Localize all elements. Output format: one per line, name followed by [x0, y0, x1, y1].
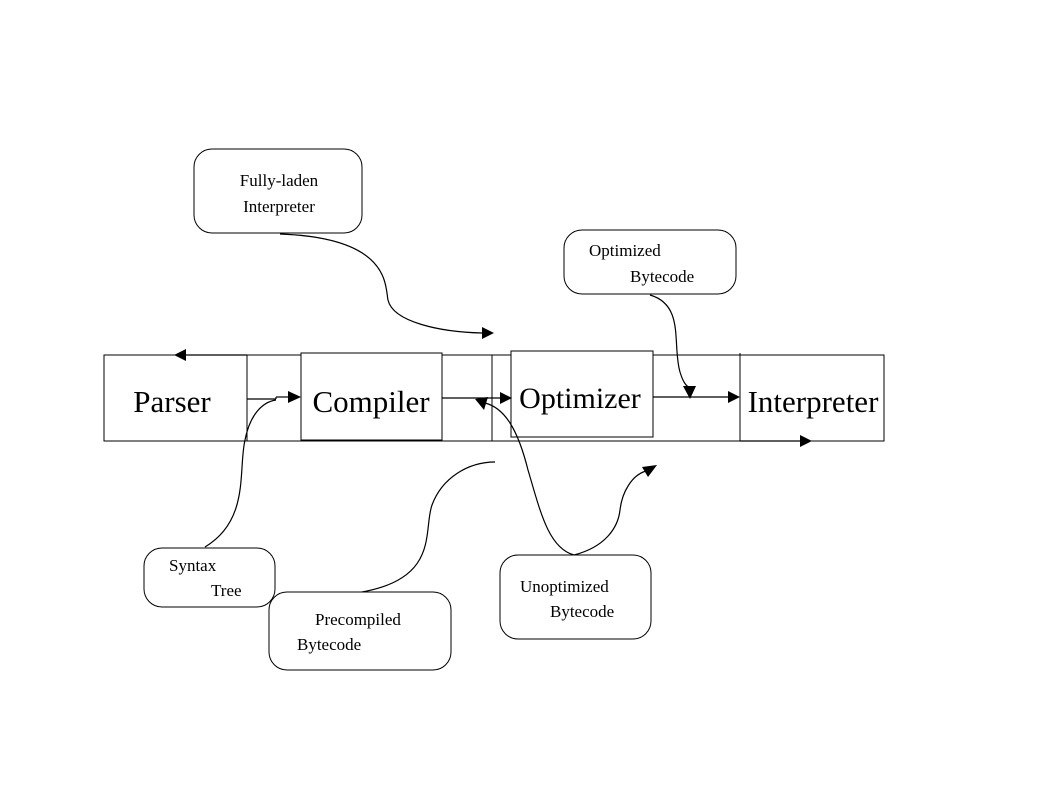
- callout-fully-laden-interpreter: Fully-laden Interpreter: [193, 148, 363, 234]
- callout-syntax-tree: Syntax Tree: [143, 547, 276, 608]
- callout-syntax-line2: Tree: [211, 581, 242, 600]
- arrow-parser-to-compiler: [247, 391, 301, 403]
- connector-optimized-bytecode: [649, 294, 696, 399]
- arrow-compiler-to-optimizer: [442, 392, 512, 404]
- callout-optimized-line2: Bytecode: [630, 267, 694, 286]
- connector-unoptimized: [475, 397, 657, 556]
- connector-fully-laden: [279, 233, 494, 339]
- callout-optimized-line1: Optimized: [589, 241, 661, 260]
- callout-unoptimized-line2: Bytecode: [550, 602, 614, 621]
- callout-fully-laden-line2: Interpreter: [243, 197, 315, 216]
- callout-syntax-line1: Syntax: [169, 556, 217, 575]
- stage-interpreter: Interpreter: [748, 384, 879, 419]
- connector-syntax-tree: [204, 399, 277, 548]
- stage-optimizer: Optimizer: [510, 350, 654, 438]
- callout-unoptimized-line1: Unoptimized: [520, 577, 609, 596]
- arrow-parser-back: [174, 349, 247, 361]
- callout-precompiled-bytecode: Precompiled Bytecode: [268, 591, 452, 671]
- connector-precompiled: [361, 461, 496, 593]
- callout-precompiled-line2: Bytecode: [297, 635, 361, 654]
- stage-parser-label: Parser: [133, 384, 211, 419]
- stage-parser: Parser: [133, 384, 211, 419]
- stage-interpreter-label: Interpreter: [748, 384, 879, 419]
- callout-optimized-bytecode: Optimized Bytecode: [563, 229, 737, 295]
- callout-precompiled-line1: Precompiled: [315, 610, 401, 629]
- stage-compiler-label: Compiler: [312, 384, 430, 419]
- arrow-interpreter-out: [740, 435, 812, 447]
- stage-compiler: Compiler: [300, 352, 443, 441]
- callout-fully-laden-line1: Fully-laden: [240, 171, 319, 190]
- callout-unoptimized-bytecode: Unoptimized Bytecode: [499, 554, 652, 640]
- stage-optimizer-label: Optimizer: [519, 382, 641, 415]
